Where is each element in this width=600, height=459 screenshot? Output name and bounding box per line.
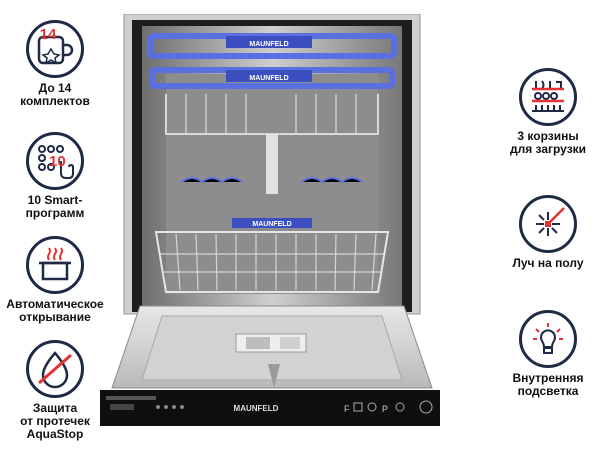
three-baskets-icon xyxy=(519,68,577,126)
feature-beam-label: Луч на полу xyxy=(512,256,584,270)
brand-top: MAUNFELD xyxy=(249,41,288,48)
water-drop-crossed-icon xyxy=(26,340,84,398)
brand-low: MAUNFELD xyxy=(252,221,291,228)
feature-beam: Луч на полу xyxy=(500,195,596,270)
feature-programs: 10 10 Smart-программ xyxy=(12,132,98,220)
brand-panel: MAUNFELD xyxy=(234,404,279,413)
auto-open-door-icon xyxy=(26,236,84,294)
dishes-capacity-icon: 14 xyxy=(26,20,84,78)
feature-programs-label: 10 Smart-программ xyxy=(25,193,85,220)
brand-mid: MAUNFELD xyxy=(249,75,288,82)
light-bulb-icon xyxy=(519,310,577,368)
sets-badge: 14 xyxy=(39,25,57,43)
panel-button-p: P xyxy=(382,404,388,414)
touch-programs-icon: 10 xyxy=(26,132,84,190)
floor-beam-icon xyxy=(519,195,577,253)
programs-badge: 10 xyxy=(49,153,66,170)
dishwasher-image: MAUNFELD MAUNFELD MAUNFELD MAUNFELD F P xyxy=(100,14,440,426)
panel-button-f: F xyxy=(344,404,350,414)
